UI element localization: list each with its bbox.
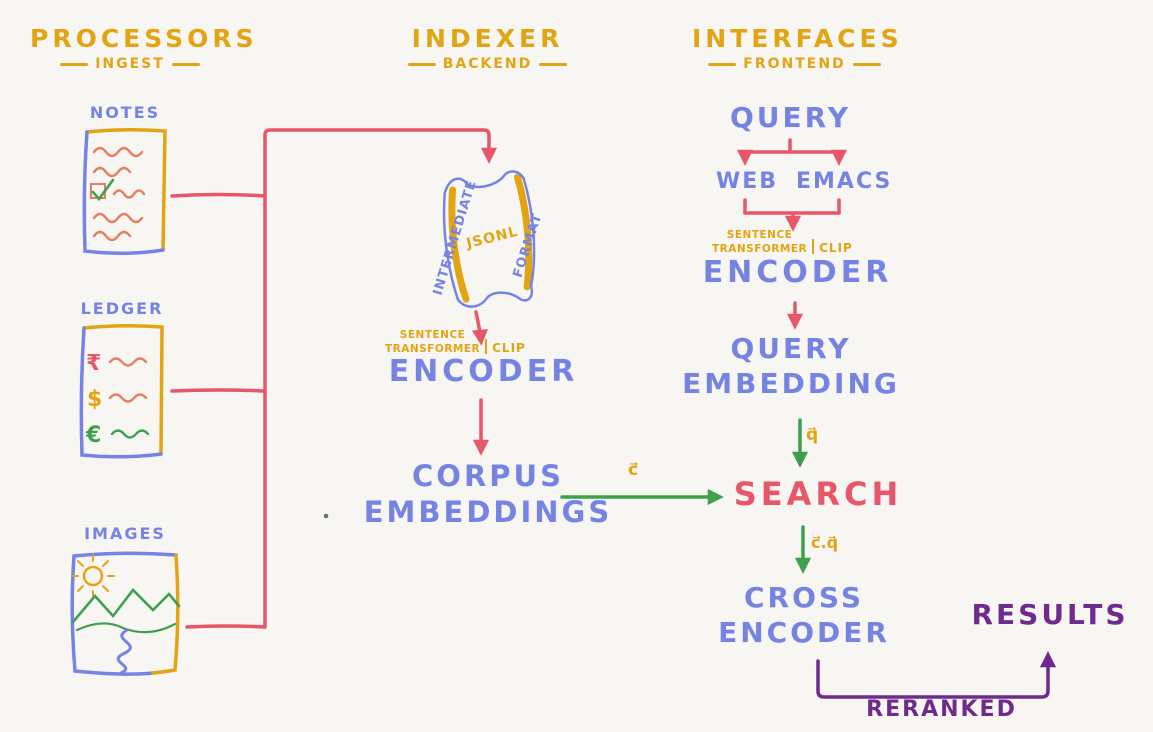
ledger-border-gold: [82, 323, 164, 456]
images-border-gold: [151, 553, 180, 675]
reranked-label: RERANKED: [866, 697, 1017, 722]
wire-ledger-to-bus: [170, 388, 267, 393]
query-label: QUERY: [730, 101, 851, 134]
indexer-title: INDEXER: [411, 24, 564, 53]
sentence-text: SENTENCE: [726, 229, 793, 241]
note-squiggle-line: [92, 166, 132, 178]
processors-subtitle: INGEST: [30, 56, 230, 72]
scroll-band-right: [514, 173, 533, 291]
processors-subtitle-text: INGEST: [95, 56, 165, 72]
subtitle-dash: [407, 62, 436, 66]
indexer-subtitle: BACKEND: [405, 56, 570, 72]
indexer-header: INDEXER BACKEND: [405, 24, 570, 72]
scroll-outline-left: [442, 191, 460, 302]
interfaces-encoder-label: ENCODER: [702, 255, 893, 290]
subtitle-dash: [171, 62, 200, 66]
indexer-encoder-label: ENCODER: [388, 354, 579, 389]
ledger-squiggle-line: [108, 357, 148, 367]
mountains-sketch: [71, 588, 181, 624]
query-embedding-line1: QUERY: [730, 332, 852, 365]
query-vector-label: q⃗: [806, 425, 819, 445]
notes-label: NOTES: [89, 103, 161, 122]
wire-notes-to-bus: [170, 192, 267, 198]
sentence-transformer-label: SENTENCE TRANSFORMER: [712, 229, 807, 256]
cross-encoder-line1: CROSS: [744, 581, 864, 614]
note-squiggle-line: [112, 189, 146, 199]
corpus-embeddings-label: CORPUS EMBEDDINGS: [363, 458, 613, 531]
interfaces-model-label: SENTENCE TRANSFORMER CLIP: [712, 229, 853, 256]
corpus-line1: CORPUS: [412, 459, 564, 493]
web-label: WEB: [716, 169, 779, 194]
rupee-symbol: ₹: [86, 351, 101, 376]
scroll-outline-top: [443, 170, 525, 195]
scroll-outline-bottom: [456, 285, 534, 308]
corpus-vector-label: c⃗: [627, 460, 639, 480]
transformer-text: TRANSFORMER: [712, 242, 808, 255]
jsonl-scroll-sketch: [442, 170, 536, 308]
mountains-ridge: [75, 622, 177, 634]
checkmark-icon: [91, 178, 115, 202]
notes-border-gold: [85, 127, 167, 252]
note-squiggle-line: [92, 146, 144, 158]
query-embedding-line2: EMBEDDING: [682, 367, 900, 400]
interfaces-subtitle: FRONTEND: [692, 56, 897, 72]
scroll-band-left: [448, 186, 470, 303]
notes-border-blue: [82, 130, 165, 256]
indexer-model-label: SENTENCE TRANSFORMER CLIP: [385, 329, 526, 356]
corpus-line2: EMBEDDINGS: [363, 495, 613, 530]
cross-encoder-line2: ENCODER: [718, 616, 890, 649]
subtitle-dash: [852, 62, 881, 66]
note-squiggle-line: [92, 212, 144, 224]
clip-label: CLIP: [492, 341, 526, 356]
images-border-blue: [70, 554, 155, 676]
subtitle-dash: [60, 62, 89, 66]
sun-icon: [82, 565, 104, 587]
river-sketch: [116, 628, 132, 675]
cross-encoder-label: CROSS ENCODER: [690, 580, 918, 650]
stray-mark: [323, 513, 329, 519]
ledger-squiggle-line: [110, 429, 150, 439]
subtitle-dash: [708, 62, 737, 66]
note-squiggle-line: [92, 230, 132, 242]
query-embedding-label: QUERY EMBEDDING: [660, 331, 922, 401]
ledger-card-sketch: ₹ $ €: [79, 323, 164, 459]
images-card-sketch: [70, 551, 181, 676]
wire-images-to-bus: [185, 624, 267, 629]
wire-cross-encoder-to-results: [816, 651, 1057, 699]
ledger-label: LEDGER: [80, 299, 164, 318]
ledger-squiggle-line: [108, 393, 148, 403]
scroll-outline-right: [522, 177, 536, 288]
indexer-subtitle-text: BACKEND: [442, 56, 533, 72]
ledger-border-blue: [79, 326, 163, 459]
model-divider: [485, 339, 488, 355]
dollar-symbol: $: [87, 387, 102, 412]
dot-product-label: c⃗.q⃗: [811, 533, 839, 552]
sun-rays: [71, 554, 115, 598]
clip-label: CLIP: [819, 241, 853, 256]
processors-header: PROCESSORS INGEST: [30, 24, 258, 72]
interfaces-title: INTERFACES: [692, 24, 903, 53]
sentence-text: SENTENCE: [399, 329, 466, 341]
interfaces-subtitle-text: FRONTEND: [743, 56, 846, 72]
images-border-blue: [72, 551, 178, 558]
sentence-transformer-label: SENTENCE TRANSFORMER: [385, 329, 480, 356]
processors-title: PROCESSORS: [30, 24, 258, 53]
transformer-text: TRANSFORMER: [385, 342, 481, 355]
subtitle-dash: [539, 62, 568, 66]
emacs-label: EMACS: [796, 169, 893, 194]
images-label: IMAGES: [84, 524, 166, 543]
interfaces-header: INTERFACES FRONTEND: [692, 24, 903, 72]
euro-symbol: €: [85, 423, 101, 448]
notes-card-sketch: [82, 127, 167, 256]
results-label: RESULTS: [971, 598, 1129, 631]
model-divider: [812, 239, 815, 255]
search-label: SEARCH: [733, 475, 903, 513]
